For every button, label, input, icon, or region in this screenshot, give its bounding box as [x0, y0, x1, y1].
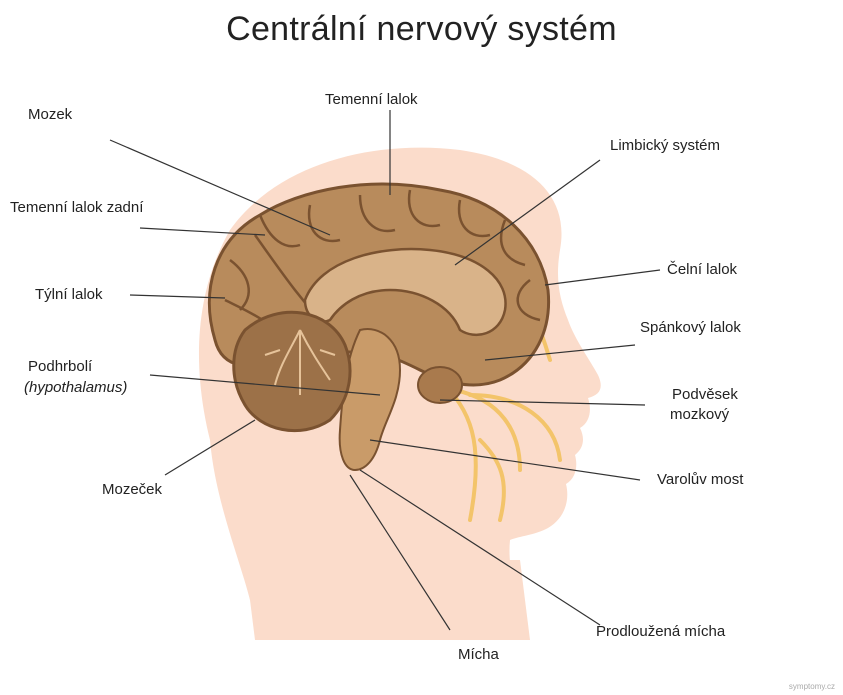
label-temenni-lalok: Temenní lalok [325, 90, 418, 109]
label-podhrboli-latin: (hypothalamus) [24, 378, 127, 397]
neck-silhouette [245, 560, 530, 640]
label-podvesek-1: Podvěsek [672, 385, 738, 404]
label-limbicky-system: Limbický systém [610, 136, 720, 155]
label-podhrboli: Podhrbolí [28, 357, 92, 376]
label-mozek: Mozek [28, 105, 72, 124]
label-temenni-lalok-zadni: Temenní lalok zadní [10, 198, 143, 217]
label-micha: Mícha [458, 645, 499, 664]
pituitary [418, 367, 462, 403]
label-celni-lalok: Čelní lalok [667, 260, 737, 279]
label-spankovy-lalok: Spánkový lalok [640, 318, 741, 337]
cerebellum [234, 312, 350, 430]
label-varoluv-most: Varolův most [657, 470, 743, 489]
label-tylni-lalok: Týlní lalok [35, 285, 103, 304]
label-podvesek-2: mozkový [670, 405, 729, 424]
label-prodlouzena-micha: Prodloužená mícha [596, 622, 725, 641]
label-mozecek: Mozeček [102, 480, 162, 499]
credit: symptomy.cz [789, 682, 835, 691]
